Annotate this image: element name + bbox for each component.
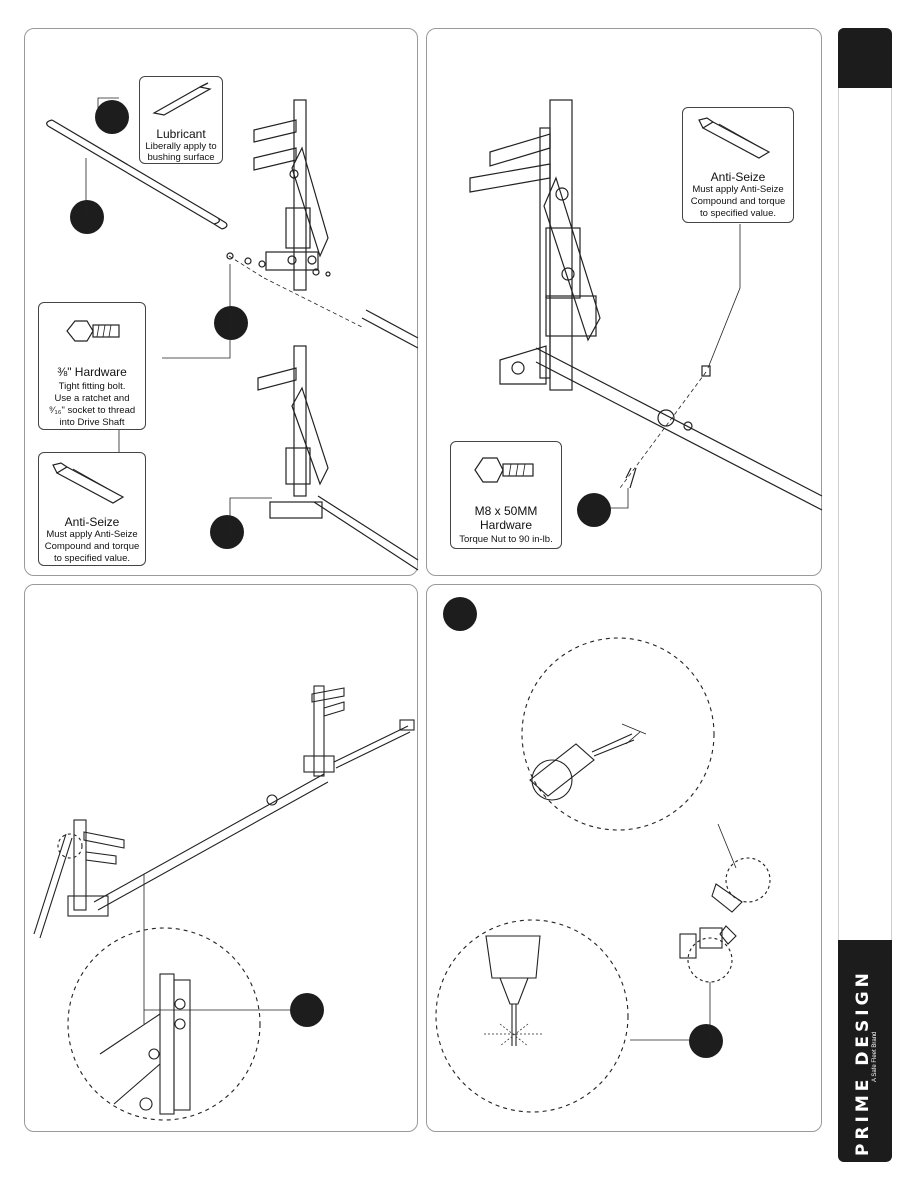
m8-title-line2: Hardware (479, 518, 533, 532)
assembled-shaft-diagram (33, 685, 415, 1121)
step-marker (214, 306, 248, 340)
step-marker (577, 493, 611, 527)
antiseize-right-line: Compound and torque (690, 196, 786, 207)
drill-icon (529, 723, 647, 801)
lubricant-callout: Lubricant Liberally apply to bushing sur… (139, 76, 223, 164)
antiseize-tube-icon (52, 462, 125, 504)
m8-hardware-callout: M8 x 50MM Hardware Torque Nut to 90 in-l… (450, 441, 562, 549)
antiseize-right-line: to specified value. (699, 208, 777, 219)
antiseize-right-title: Anti-Seize (710, 170, 766, 184)
hardware-38-line: ⁹⁄₁₆" socket to thread (48, 405, 136, 416)
step-marker (210, 515, 244, 549)
drive-shaft-diagram (46, 97, 419, 571)
hardware-38-line: Use a ratchet and (54, 393, 130, 404)
brand-tagline: A Safe Fleet Brand (872, 1031, 878, 1082)
m8-title: M8 x 50MM (474, 504, 538, 518)
hardware-38-callout: ⅜" Hardware Tight fitting bolt. Use a ra… (38, 302, 146, 430)
step-marker (70, 200, 104, 234)
antiseize-right-callout: Anti-Seize Must apply Anti-Seize Compoun… (682, 107, 794, 223)
bolt-icon (66, 320, 120, 342)
step-marker (689, 1024, 723, 1058)
antiseize-left-title: Anti-Seize (64, 515, 120, 529)
panel-bottom-left (24, 584, 418, 1132)
hardware-38-line: Tight fitting bolt. (58, 381, 126, 392)
hardware-38-line: into Drive Shaft (59, 417, 125, 428)
bolt-icon (474, 457, 534, 483)
panel-bottom-right (426, 584, 822, 1132)
brand-logo (838, 940, 892, 1162)
m8-line: Torque Nut to 90 in-lb. (459, 534, 553, 545)
step-marker (443, 597, 477, 631)
sidebar-page-tab (838, 28, 892, 88)
antiseize-left-line: to specified value. (53, 553, 131, 564)
lubricant-line: bushing surface (147, 152, 215, 163)
frame-bolt-diagram (469, 99, 823, 511)
antiseize-left-line: Compound and torque (44, 541, 140, 552)
lubricant-line: Liberally apply to (145, 141, 217, 152)
lubricant-title: Lubricant (156, 127, 206, 141)
antiseize-tube-icon (698, 117, 771, 159)
brand-name: PRIME DESIGN (853, 969, 873, 1156)
drill-diagram (435, 637, 771, 1113)
step-marker (95, 100, 129, 134)
lubricant-tube-icon (152, 82, 212, 116)
antiseize-left-callout: Anti-Seize Must apply Anti-Seize Compoun… (38, 452, 146, 566)
hardware-38-title: ⅜" Hardware (57, 365, 127, 379)
step-marker (290, 993, 324, 1027)
antiseize-right-line: Must apply Anti-Seize (692, 184, 784, 195)
antiseize-left-line: Must apply Anti-Seize (46, 529, 138, 540)
